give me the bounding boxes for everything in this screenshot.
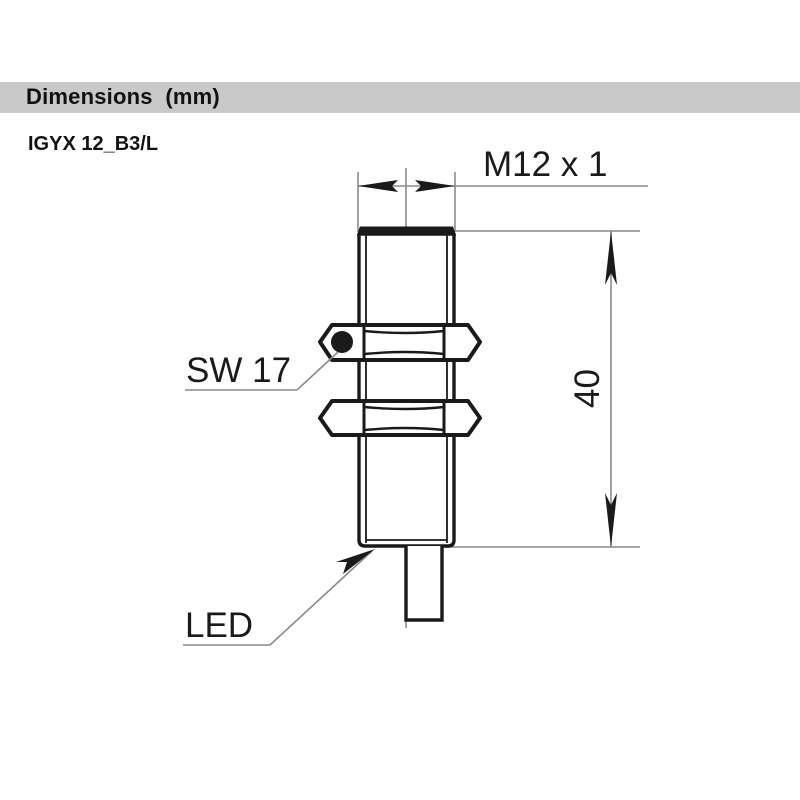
upper-hex-nut-base-line	[363, 350, 445, 356]
upper-hex-nut	[318, 323, 482, 362]
barrel-top-face	[356, 226, 457, 236]
cable-stub	[404, 546, 444, 622]
length-arrow-top	[605, 231, 617, 285]
wrench-size-label: SW 17	[186, 351, 291, 390]
sw17-leader-diagonal	[296, 351, 339, 391]
upper-hex-nut-outline	[318, 323, 482, 362]
section-header-band	[0, 82, 800, 113]
length-arrow-bottom	[605, 493, 617, 547]
lower-hex-nut-outline	[318, 399, 482, 437]
led-leader	[183, 549, 375, 646]
sensor-barrel	[356, 226, 457, 548]
m12-dimension	[358, 180, 455, 192]
section-header-title: Dimensions (mm)	[26, 84, 220, 109]
m12-arrow-right	[415, 180, 455, 192]
led-arrow-head	[336, 549, 375, 574]
extension-lines	[357, 172, 648, 548]
led-label: LED	[185, 606, 253, 645]
led-leader-diagonal	[269, 550, 373, 646]
lower-hex-nut-base-line	[363, 426, 445, 432]
thread-label: M12 x 1	[483, 145, 608, 184]
lower-hex-nut	[318, 399, 482, 437]
lower-hex-nut-crown-line	[363, 405, 445, 411]
sw17-leader	[185, 351, 339, 391]
model-designation-label: IGYX 12_B3/L	[28, 133, 159, 155]
length-label: 40	[568, 369, 607, 408]
length-dimension-40	[605, 231, 617, 547]
barrel-outline	[357, 232, 456, 548]
sw-marking-dot	[331, 331, 353, 353]
upper-hex-nut-crown-line	[363, 329, 445, 335]
cable-stub-outline	[404, 546, 444, 622]
m12-arrow-left	[358, 180, 398, 192]
